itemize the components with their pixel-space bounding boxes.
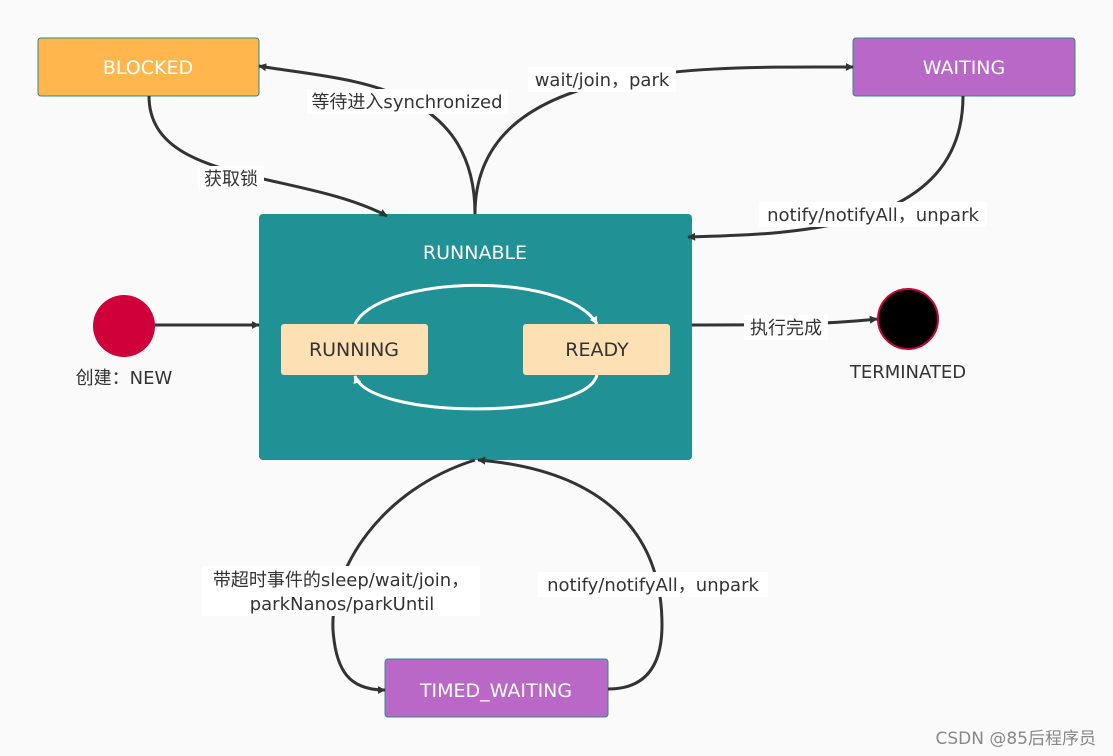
label-acquire-lock: 获取锁	[204, 169, 258, 190]
label-notify-unpark-waiting: notify/notifyAll，unpark	[767, 205, 979, 226]
label-execution-complete: 执行完成	[750, 318, 822, 339]
new-label: 创建：NEW	[76, 368, 173, 389]
label-enter-synchronized: 等待进入synchronized	[311, 92, 502, 113]
runnable-label: RUNNABLE	[423, 242, 527, 264]
label-timed-line1: 带超时事件的sleep/wait/join，	[213, 570, 469, 591]
blocked-label: BLOCKED	[103, 57, 193, 79]
new-node	[93, 295, 155, 357]
terminated-node	[877, 288, 939, 350]
edge-ready-to-running	[353, 374, 599, 411]
edge-runnable-to-blocked	[258, 63, 477, 215]
ready-state	[523, 324, 670, 375]
terminated-label: TERMINATED	[849, 362, 966, 383]
edge-running-to-ready	[353, 283, 599, 325]
label-timed-line2: parkNanos/parkUntil	[250, 594, 435, 615]
label-wait-join-park: wait/join，park	[535, 70, 670, 91]
label-notify-unpark-timed: notify/notifyAll，unpark	[547, 575, 759, 596]
ready-label: READY	[565, 339, 629, 361]
running-label: RUNNING	[309, 339, 399, 361]
runnable-state	[259, 214, 692, 460]
running-state	[281, 324, 428, 375]
waiting-label: WAITING	[923, 57, 1006, 79]
timed-waiting-label: TIMED_WAITING	[419, 680, 572, 702]
watermark: CSDN @85后程序员	[935, 729, 1096, 749]
